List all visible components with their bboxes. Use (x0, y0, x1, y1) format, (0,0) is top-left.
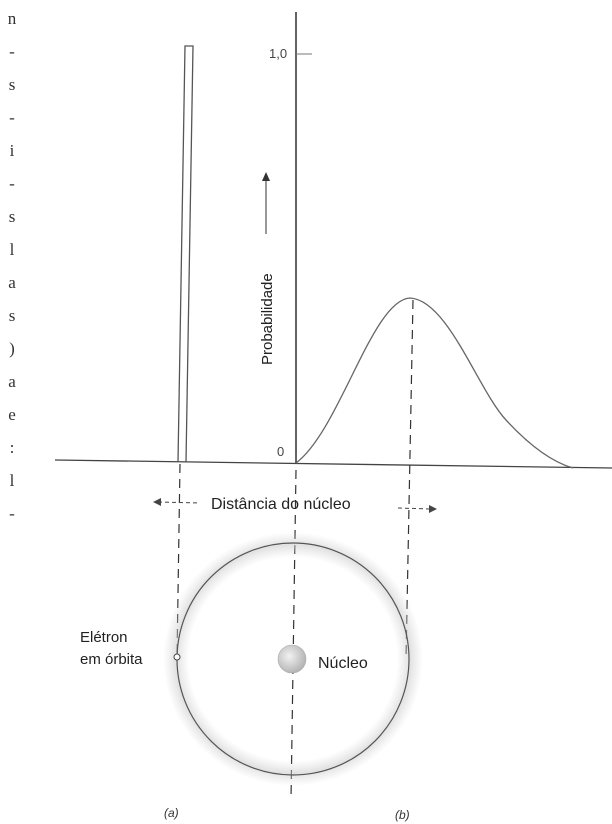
margin-fragment: s (8, 207, 16, 226)
margin-fragment: e (8, 405, 16, 424)
margin-fragment: : (9, 438, 15, 457)
margin-fragment: - (9, 174, 15, 193)
margin-fragment: ) (9, 339, 15, 358)
margin-fragment: l (9, 471, 15, 490)
y-axis-arrowhead (262, 172, 270, 181)
margin-fragment: - (9, 504, 15, 523)
margin-fragment: i (9, 141, 15, 160)
electron (173, 653, 181, 661)
x-axis-line (54, 459, 612, 469)
distance-arrow-left (157, 501, 201, 504)
nucleus (277, 644, 307, 674)
margin-fragment: s (8, 75, 16, 94)
margin-fragment: a (8, 372, 16, 391)
margin-fragment: l (9, 240, 15, 259)
probability-curve-b (295, 297, 574, 469)
margin-fragment: s (8, 306, 16, 325)
caption-b: (b) (395, 808, 410, 822)
margin-fragment: - (9, 108, 15, 127)
caption-a: (a) (164, 806, 179, 820)
distance-arrowhead-right (429, 505, 437, 513)
distance-label: Distância do núcleo (211, 496, 351, 513)
electron-label-line1: Elétron (80, 629, 128, 646)
distance-arrow-right (397, 507, 433, 510)
dashed-line-a (176, 463, 181, 659)
margin-fragment: a (8, 273, 16, 292)
y-axis-label: Probabilidade (259, 273, 276, 365)
probability-spike-a (177, 45, 194, 463)
nucleus-label: Núcleo (318, 655, 368, 672)
distance-arrowhead-left (153, 498, 161, 506)
electron-label-line2: em órbita (80, 651, 143, 668)
origin-label: 0 (277, 444, 284, 459)
y-tick-label-1: 1,0 (269, 46, 287, 61)
margin-fragment: - (9, 42, 15, 61)
margin-fragment: n (7, 9, 17, 28)
